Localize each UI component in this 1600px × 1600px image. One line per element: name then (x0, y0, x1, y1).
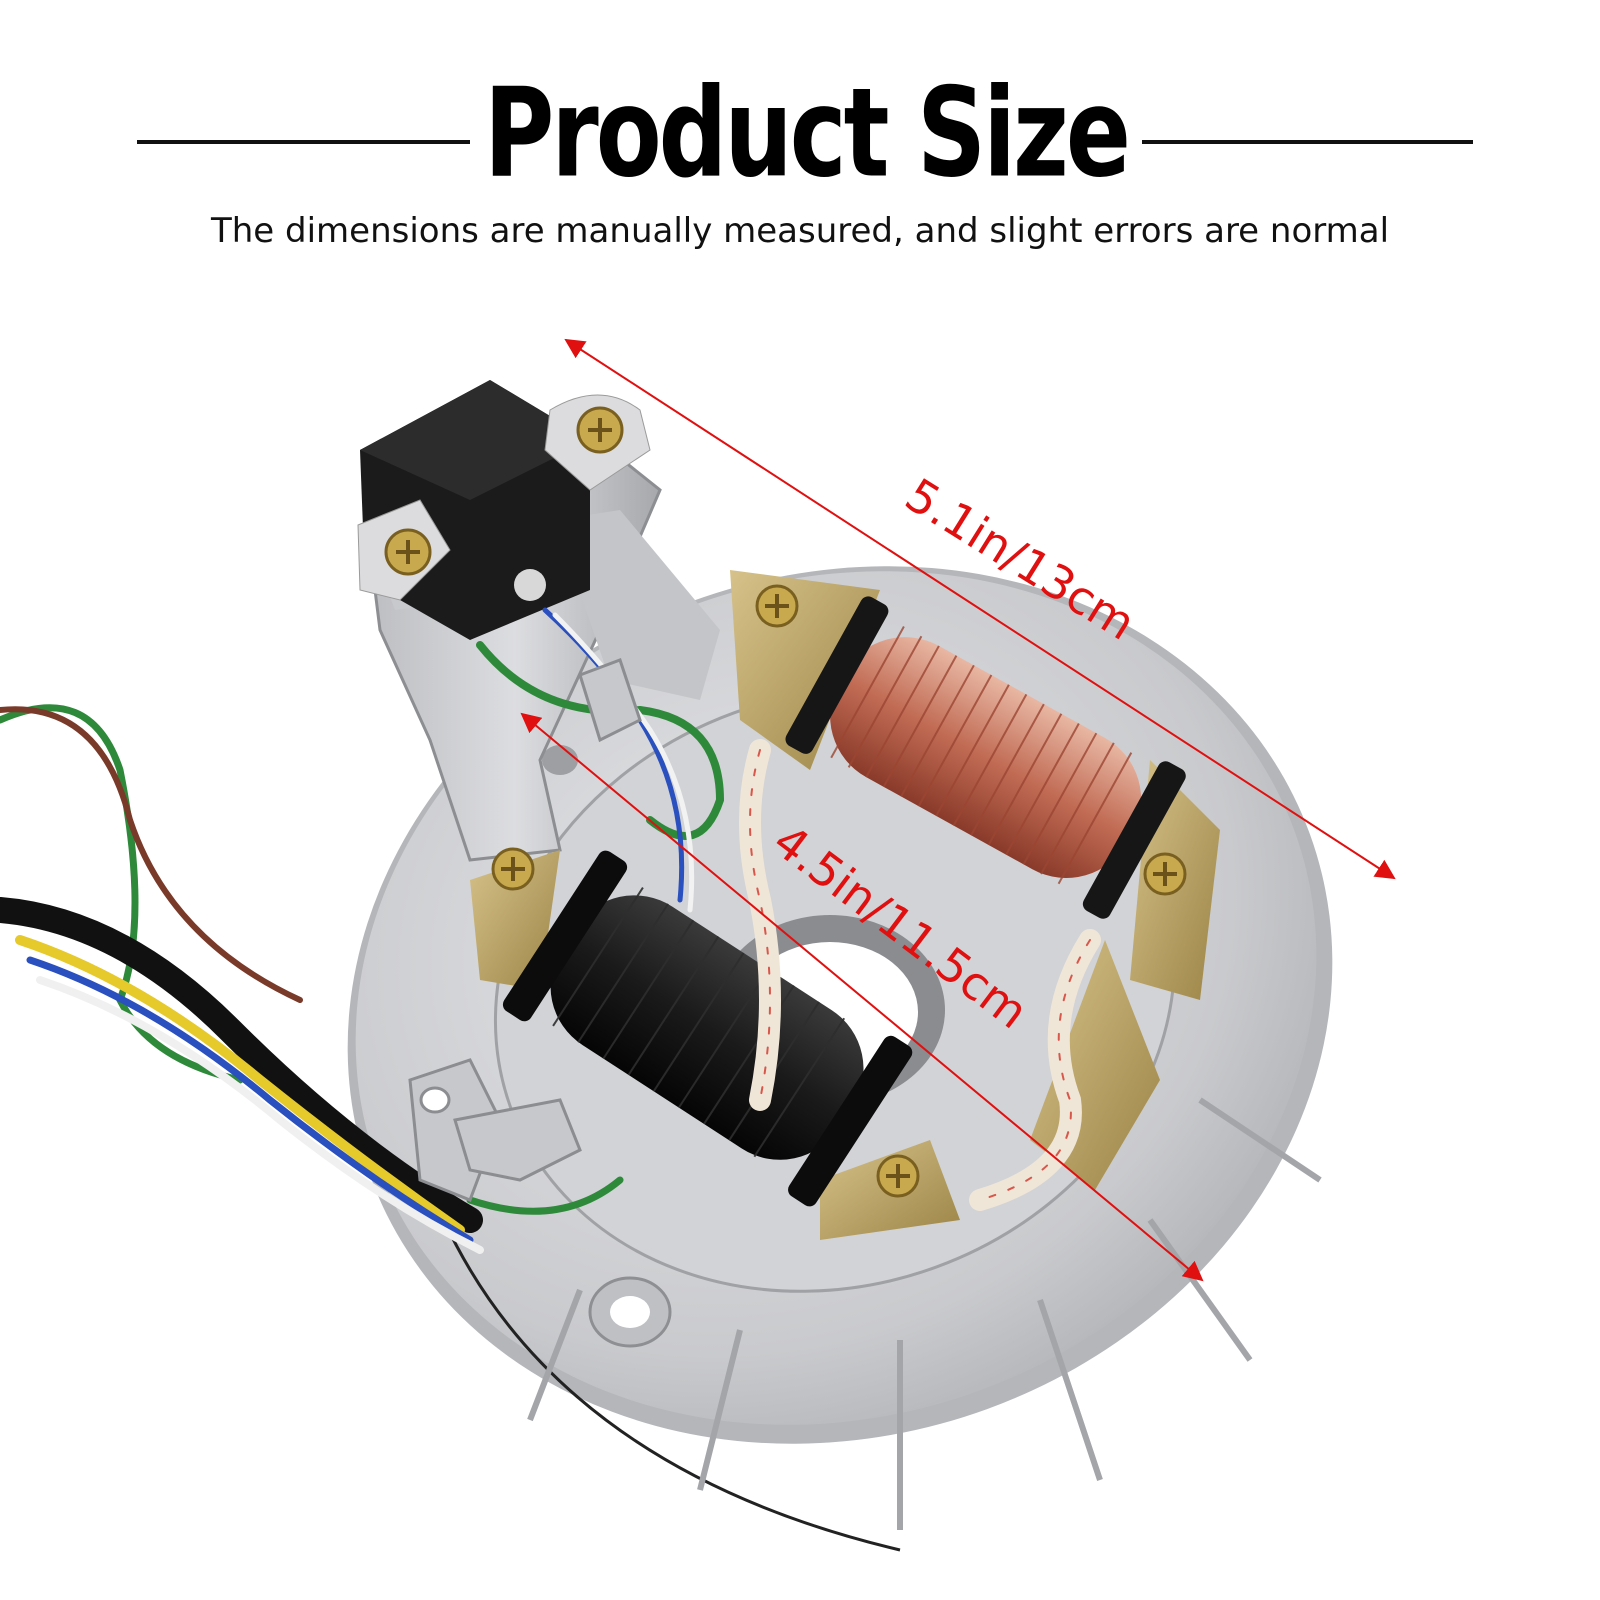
width-dimension-arrow (520, 712, 1204, 1282)
wire-harness (0, 607, 725, 1254)
stator-photo-icon: 5.1in/13cm 4.5in/11.5cm (0, 300, 1600, 1600)
page-subtitle: The dimensions are manually measured, an… (210, 211, 1390, 251)
header: Product Size The dimensions are manually… (0, 0, 1600, 270)
length-dimension-arrow (564, 338, 1396, 880)
divider-right (1142, 140, 1473, 144)
divider-left (137, 140, 470, 144)
page-title: Product Size (484, 61, 1131, 206)
